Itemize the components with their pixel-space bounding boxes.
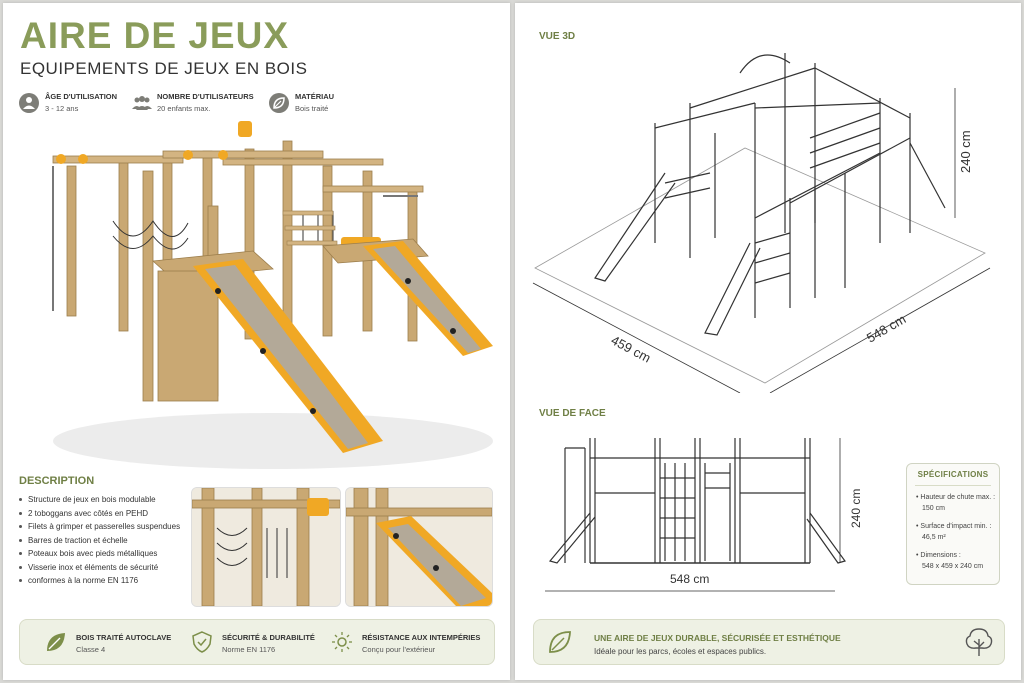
meta-value: 3 - 12 ans bbox=[45, 104, 79, 113]
leaf-icon bbox=[269, 93, 289, 113]
spec-item: • Hauteur de chute max. : 150 cm bbox=[916, 494, 996, 512]
shield-icon bbox=[192, 631, 212, 653]
users-icon bbox=[131, 93, 152, 113]
leaf-icon bbox=[549, 631, 571, 653]
page-subtitle: EQUIPEMENTS DE JEUX EN BOIS bbox=[20, 59, 308, 78]
detail-photo-net bbox=[191, 487, 341, 607]
meta-material: MATÉRIAU Bois traité bbox=[269, 91, 379, 121]
summary-headline: UNE AIRE DE JEUX DURABLE, SÉCURISÉE ET E… bbox=[594, 633, 841, 643]
list-item: Structure de jeux en bois modulable bbox=[19, 493, 189, 507]
spec-label: Dimensions : bbox=[920, 552, 961, 559]
page-title: AIRE DE JEUX bbox=[20, 15, 290, 56]
meta-label: ÂGE D'UTILISATION bbox=[45, 92, 118, 101]
description-title: DESCRIPTION bbox=[19, 475, 95, 487]
leaf-icon bbox=[47, 633, 65, 651]
feature-value: Norme EN 1176 bbox=[222, 645, 276, 654]
spec-value: 150 cm bbox=[922, 505, 945, 512]
spec-label: Surface d'impact min. : bbox=[920, 523, 992, 530]
spec-item: • Surface d'impact min. : 46,5 m² bbox=[916, 523, 992, 541]
meta-row: ÂGE D'UTILISATION 3 - 12 ans NOMBRE D'UT… bbox=[19, 91, 499, 121]
feature-label: BOIS TRAITÉ AUTOCLAVE bbox=[76, 633, 172, 642]
specifications-box: SPÉCIFICATIONS • Hauteur de chute max. :… bbox=[906, 463, 1000, 585]
description-list: Structure de jeux en bois modulable 2 to… bbox=[19, 493, 189, 588]
meta-label: NOMBRE D'UTILISATEURS bbox=[157, 92, 254, 101]
view3d-drawing: 459 cm 548 cm 240 cm bbox=[532, 53, 991, 393]
list-item: Poteaux bois avec pieds métalliques bbox=[19, 547, 189, 561]
meta-label: MATÉRIAU bbox=[295, 92, 335, 101]
list-item: conformes à la norme EN 1176 bbox=[19, 574, 189, 588]
summary-text: Idéale pour les parcs, écoles et espaces… bbox=[594, 647, 767, 656]
detail-photo-slide bbox=[345, 487, 493, 607]
dim-width-label: 459 cm bbox=[609, 332, 654, 365]
list-item: Barres de traction et échelle bbox=[19, 534, 189, 548]
feature-value: Conçu pour l'extérieur bbox=[362, 645, 436, 654]
feature-label: RÉSISTANCE AUX INTEMPÉRIES bbox=[362, 633, 481, 642]
spec-value: 46,5 m² bbox=[922, 534, 946, 541]
meta-users: NOMBRE D'UTILISATEURS 20 enfants max. bbox=[131, 91, 261, 121]
divider bbox=[915, 485, 991, 486]
meta-value: Bois traité bbox=[295, 104, 329, 113]
view3d-title: VUE 3D bbox=[539, 31, 576, 42]
specifications-title: SPÉCIFICATIONS bbox=[917, 470, 989, 479]
spec-value: 548 x 459 x 240 cm bbox=[922, 563, 984, 570]
feature-label: SÉCURITÉ & DURABILITÉ bbox=[222, 633, 315, 642]
dim-height-label: 240 cm bbox=[958, 130, 973, 173]
sun-icon bbox=[332, 632, 352, 652]
meta-value: 20 enfants max. bbox=[157, 104, 211, 113]
age-icon bbox=[19, 93, 39, 113]
list-item: 2 toboggans avec côtés en PEHD bbox=[19, 507, 189, 521]
playground-hero-image bbox=[52, 121, 493, 469]
list-item: Filets à grimper et passerelles suspendu… bbox=[19, 520, 189, 534]
spec-label: Hauteur de chute max. : bbox=[920, 494, 996, 501]
meta-age: ÂGE D'UTILISATION 3 - 12 ans bbox=[19, 91, 129, 121]
features-band: BOIS TRAITÉ AUTOCLAVE Classe 4 SÉCURITÉ … bbox=[19, 619, 495, 665]
left-page: AIRE DE JEUX EQUIPEMENTS DE JEUX EN BOIS… bbox=[3, 3, 510, 680]
tree-icon bbox=[965, 628, 993, 656]
spec-item: • Dimensions : 548 x 459 x 240 cm bbox=[916, 552, 984, 570]
front-view-title: VUE DE FACE bbox=[539, 408, 606, 419]
front-dim-height-label: 240 cm bbox=[849, 489, 863, 528]
dim-length-label: 548 cm bbox=[864, 311, 908, 345]
right-page: VUE 3D bbox=[515, 3, 1021, 680]
feature-value: Classe 4 bbox=[76, 645, 106, 654]
list-item: Visserie inox et éléments de sécurité bbox=[19, 561, 189, 575]
front-view-drawing: 548 cm 240 cm bbox=[545, 438, 863, 592]
front-dim-length-label: 548 cm bbox=[670, 572, 709, 586]
summary-band: UNE AIRE DE JEUX DURABLE, SÉCURISÉE ET E… bbox=[533, 619, 1005, 665]
